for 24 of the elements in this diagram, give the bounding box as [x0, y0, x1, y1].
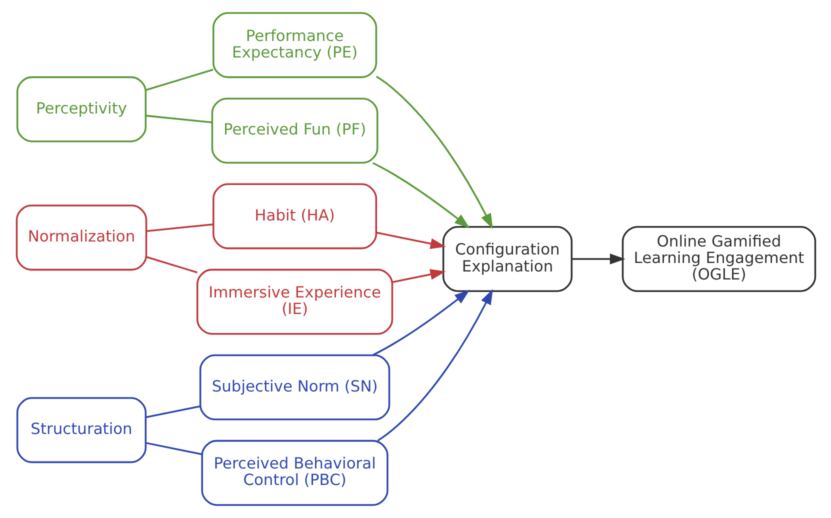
connector	[145, 68, 213, 91]
node-box: Immersive Experience (IE)	[196, 268, 393, 335]
node-box: Perceptivity	[16, 76, 146, 142]
connector	[146, 256, 198, 274]
node-box: Normalization	[15, 204, 147, 271]
connector	[145, 442, 202, 456]
node-box: Perceived Fun (PF)	[210, 98, 378, 164]
arrow	[392, 269, 446, 284]
arrow	[572, 254, 625, 264]
arrow	[375, 76, 492, 230]
node-box: Online Gamified Learning Engagement (OGLE)	[621, 226, 816, 292]
node-box: Subjective Norm (SN)	[198, 354, 390, 420]
connector	[145, 114, 212, 124]
node-box: Performance Expectancy (PE)	[212, 12, 377, 78]
connector	[146, 224, 213, 232]
node-box: Configuration Explanation	[442, 226, 572, 292]
arrow	[376, 232, 446, 249]
node-box: Habit (HA)	[212, 183, 377, 250]
connector	[145, 405, 200, 418]
node-box: Perceived Behavioral Control (PBC)	[200, 440, 388, 506]
node-box: Structuration	[16, 397, 146, 464]
arrow	[372, 162, 470, 228]
arrow	[372, 290, 470, 356]
arrow	[376, 288, 492, 442]
